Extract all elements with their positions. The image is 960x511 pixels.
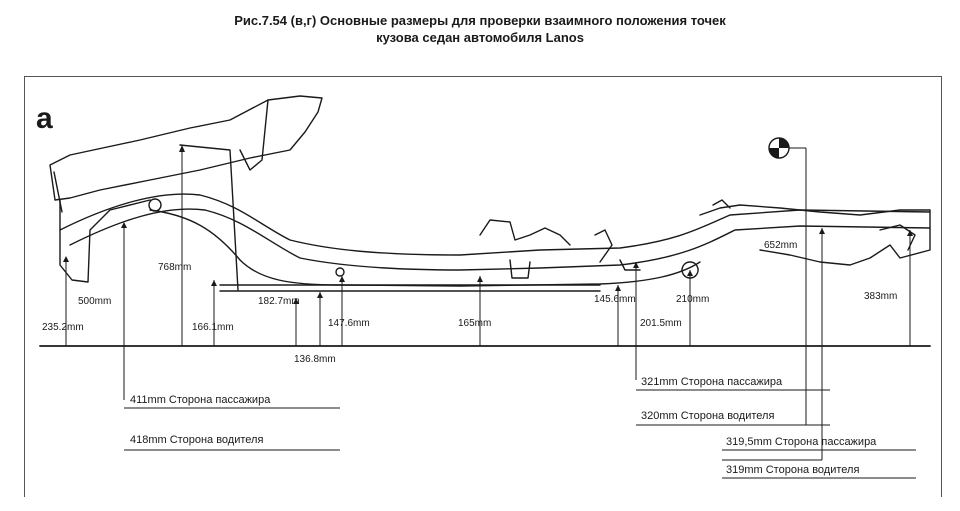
dim-label-182: 182.7mm — [258, 296, 300, 307]
figure-caption: Рис.7.54 (в,г) Основные размеры для пров… — [0, 12, 960, 46]
dim-label-165: 165mm — [458, 318, 492, 329]
panel-letter: а — [36, 102, 53, 135]
dim-label-147: 147.6mm — [328, 318, 370, 329]
dim-label-500: 500mm — [78, 296, 112, 307]
caption-line-1: Рис.7.54 (в,г) Основные размеры для пров… — [234, 13, 726, 28]
dim-label-145: 145.6mm — [594, 294, 636, 305]
front-reference-hole — [148, 198, 162, 212]
lower-rail — [149, 209, 701, 287]
mid-rail — [69, 208, 931, 271]
dimension-arrows — [63, 145, 913, 304]
dim-label-652: 652mm — [764, 240, 798, 251]
mount-bracket — [509, 259, 531, 279]
dim-label-235: 235.2mm — [42, 322, 84, 333]
upper-rail — [59, 193, 931, 256]
note-418-driver: 418mm Сторона водителя — [130, 434, 264, 446]
note-319-5-passenger: 319,5mm Сторона пассажира — [726, 436, 877, 448]
dim-label-201: 201.5mm — [640, 318, 682, 329]
dim-label-383: 383mm — [864, 291, 898, 302]
dim-label-210: 210mm — [676, 294, 710, 305]
dim-label-768: 768mm — [158, 262, 192, 273]
figure-frame — [24, 76, 942, 497]
dim-label-136: 136.8mm — [294, 354, 336, 365]
rear-structure — [699, 204, 931, 266]
tunnel-brackets — [479, 219, 571, 246]
front-crossmember — [59, 199, 151, 283]
note-411-passenger: 411mm Сторона пассажира — [130, 394, 271, 406]
note-320-driver: 320mm Сторона водителя — [641, 410, 775, 422]
datum-target-symbol — [768, 137, 790, 159]
caption-line-2: кузова седан автомобиля Lanos — [376, 30, 584, 45]
dimension-lines — [65, 145, 916, 479]
front-pillar — [179, 144, 239, 291]
note-319-driver: 319mm Сторона водителя — [726, 464, 860, 476]
dim-label-166: 166.1mm — [192, 322, 234, 333]
front-structure — [49, 95, 323, 201]
note-321-passenger: 321mm Сторона пассажира — [641, 376, 783, 388]
floor-reference-hole — [335, 267, 345, 277]
